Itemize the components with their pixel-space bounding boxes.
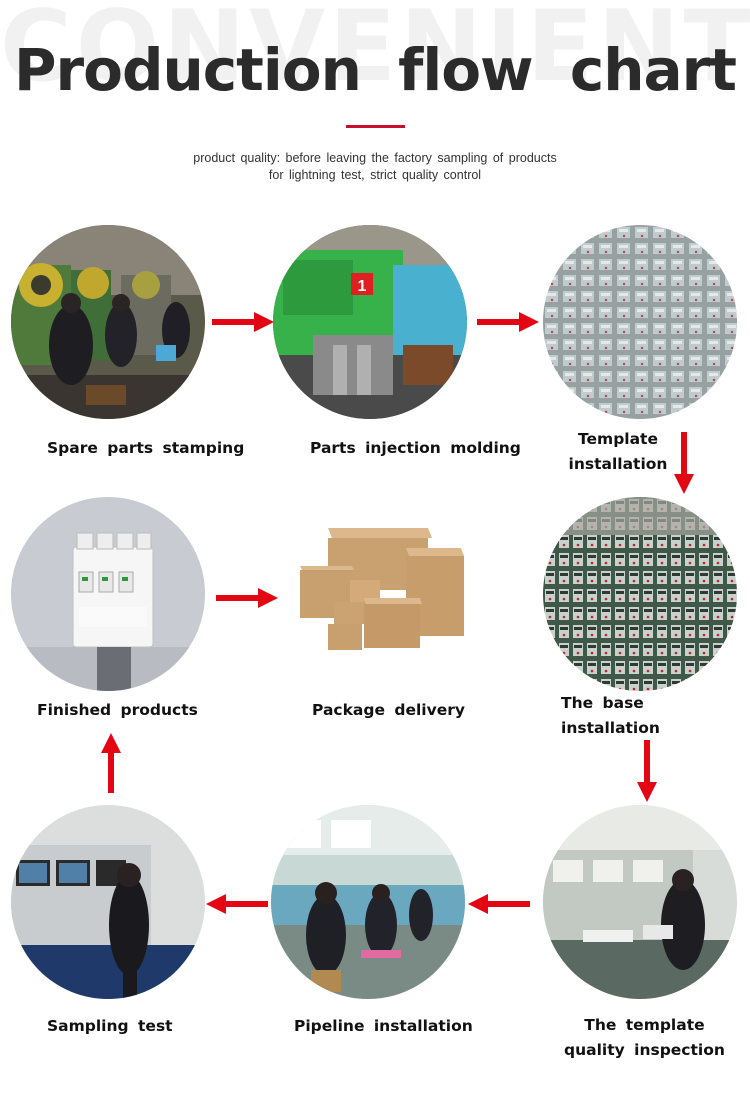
step-label-pipeline: Pipeline installation bbox=[294, 1017, 473, 1035]
arrow-left-icon bbox=[468, 894, 530, 914]
injection-machine-photo: 1 bbox=[273, 225, 467, 419]
arrow-down-icon bbox=[674, 432, 694, 494]
step-label-stamping: Spare parts stamping bbox=[47, 439, 245, 457]
watermark-text: CONVENIENT bbox=[0, 0, 750, 104]
step-label-sampling: Sampling test bbox=[47, 1017, 173, 1035]
step-label-base-line1: The base bbox=[561, 694, 644, 712]
arrow-down-icon bbox=[637, 740, 657, 802]
step-label-inspection: The template quality inspection bbox=[564, 1013, 725, 1063]
subtitle-line-2: for lightning test, strict quality contr… bbox=[268, 168, 482, 182]
stamping-photo bbox=[11, 225, 205, 419]
step-label-inspection-line2: quality inspection bbox=[564, 1041, 725, 1059]
arrow-right-icon bbox=[477, 312, 539, 332]
arrow-right-icon bbox=[216, 588, 278, 608]
template-tray-photo bbox=[543, 225, 737, 419]
inspection-photo bbox=[543, 805, 737, 999]
surge-protector-photo bbox=[11, 497, 205, 691]
title-underline bbox=[346, 125, 405, 128]
arrow-right-icon bbox=[212, 312, 274, 332]
cardboard-boxes-photo bbox=[286, 508, 476, 658]
page-title: Production flow chart bbox=[14, 36, 737, 104]
step-label-template-line2: installation bbox=[568, 455, 668, 473]
step-label-inspection-line1: The template bbox=[584, 1016, 705, 1034]
base-assembly-photo bbox=[543, 497, 737, 691]
step-label-finished: Finished products bbox=[37, 701, 198, 719]
page-subtitle: product quality: before leaving the fact… bbox=[0, 150, 750, 184]
step-label-package: Package delivery bbox=[312, 701, 465, 719]
step-label-injection: Parts injection molding bbox=[310, 439, 521, 457]
subtitle-line-1: product quality: before leaving the fact… bbox=[193, 151, 557, 165]
pipeline-workers-photo bbox=[271, 805, 465, 999]
arrow-left-icon bbox=[206, 894, 268, 914]
svg-text:1: 1 bbox=[358, 278, 367, 295]
step-label-base: The base installation bbox=[561, 691, 660, 741]
step-label-template-line1: Template bbox=[578, 430, 658, 448]
step-label-base-line2: installation bbox=[561, 719, 660, 737]
sampling-test-photo bbox=[11, 805, 205, 999]
step-label-template: Template installation bbox=[568, 427, 668, 477]
arrow-up-icon bbox=[101, 733, 121, 793]
